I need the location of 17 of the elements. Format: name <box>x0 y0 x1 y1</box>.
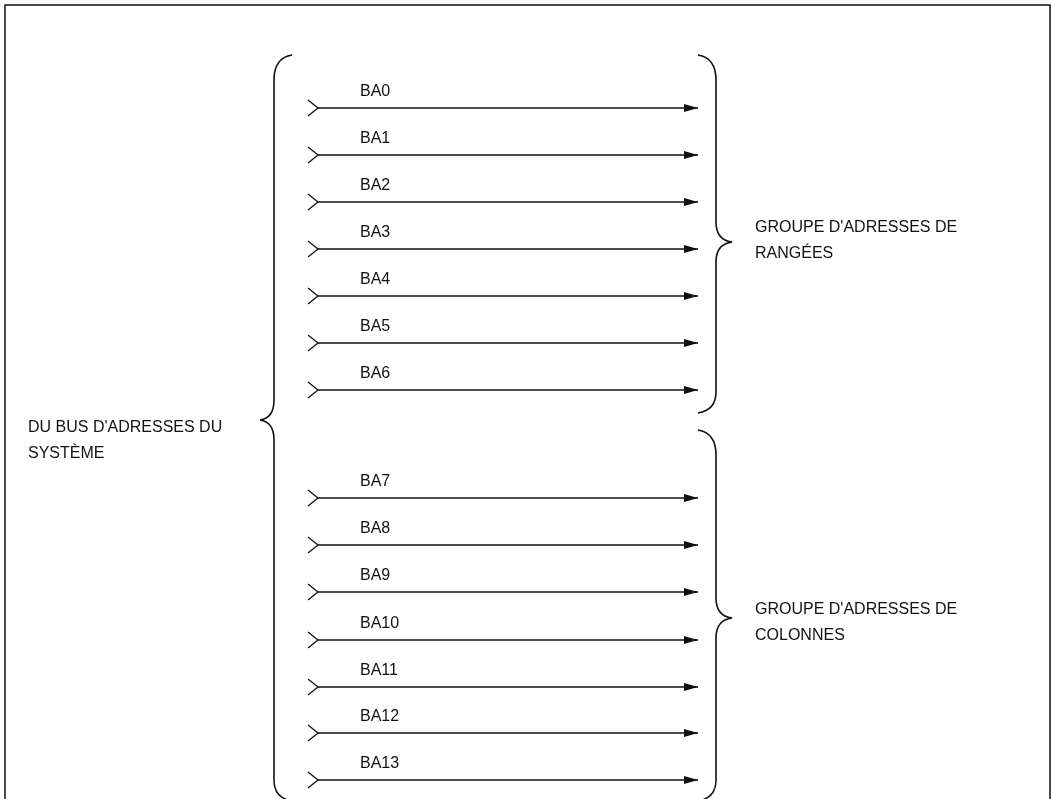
signal-name: BA2 <box>360 175 392 195</box>
signal-name: BA6 <box>360 363 392 383</box>
signal-name: BA9 <box>360 565 392 585</box>
group-label: GROUPE D'ADRESSES DE COLONNES <box>755 599 959 645</box>
signal-name: BA13 <box>360 753 401 773</box>
signal-name: BA4 <box>360 269 392 289</box>
signal-name: BA7 <box>360 471 392 491</box>
signal-name: BA12 <box>360 706 401 726</box>
group-label: GROUPE D'ADRESSES DE RANGÉES <box>755 217 959 263</box>
signal-name: BA1 <box>360 128 392 148</box>
signal-name: BA11 <box>360 660 399 680</box>
signal-name: BA8 <box>360 518 392 538</box>
signal-name: BA0 <box>360 81 392 101</box>
signal-name: BA10 <box>360 613 401 633</box>
bus-label: DU BUS D'ADRESSES DU SYSTÈME <box>28 417 224 463</box>
signal-name: BA3 <box>360 222 392 242</box>
signal-name: BA5 <box>360 316 392 336</box>
